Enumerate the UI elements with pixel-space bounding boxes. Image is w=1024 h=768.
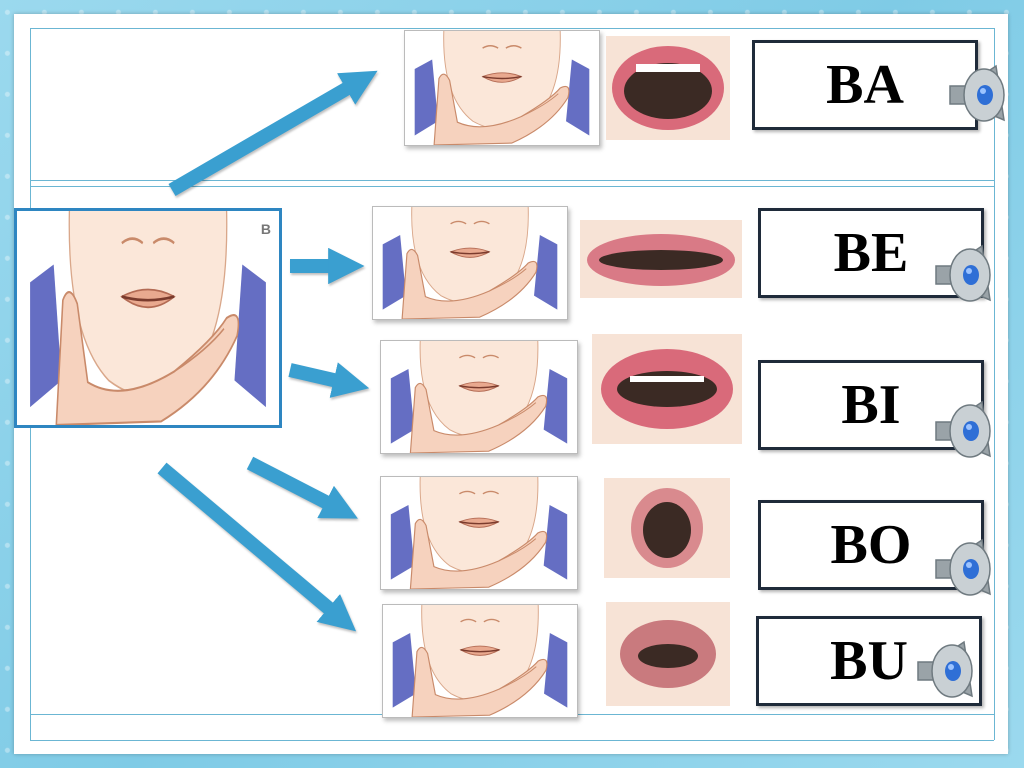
mouth-smile-image	[592, 334, 742, 444]
speaker-icon[interactable]	[930, 240, 1000, 310]
mouth-open-image	[606, 36, 730, 140]
speaker-icon[interactable]	[912, 636, 982, 706]
main-hand-image: B	[14, 208, 282, 428]
mouth-pursed-image	[606, 602, 730, 706]
hand-image	[372, 206, 568, 320]
frame-line	[30, 28, 994, 29]
corner-label: B	[260, 221, 271, 237]
frame-line	[30, 180, 994, 181]
frame-line	[994, 28, 995, 740]
mouth-round-image	[604, 478, 730, 578]
hand-image	[382, 604, 578, 718]
frame-line	[30, 186, 994, 187]
mouth-wide-image	[580, 220, 742, 298]
speaker-icon[interactable]	[944, 60, 1014, 130]
syllable-box: BA	[752, 40, 978, 130]
hand-image	[380, 340, 578, 454]
frame-line	[30, 740, 994, 741]
hand-image	[404, 30, 600, 146]
hand-image	[380, 476, 578, 590]
speaker-icon[interactable]	[930, 396, 1000, 466]
speaker-icon[interactable]	[930, 534, 1000, 604]
